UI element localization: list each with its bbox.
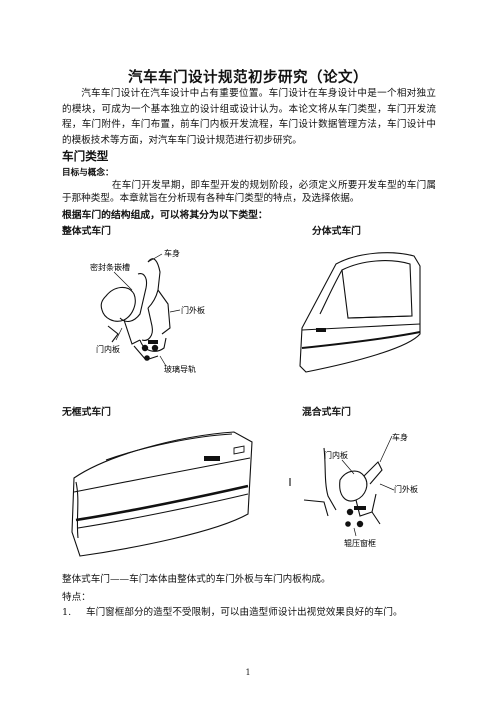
page-number: 1 — [245, 668, 251, 677]
figure-label-integral: 整体式车门 — [62, 226, 111, 237]
integral-door-section-figure: 车身 密封条嵌槽 门外板 门内板 玻璃导轨 — [90, 248, 205, 374]
callout-inner-panel: 门内板 — [96, 344, 120, 354]
structure-line: 根据车门的结构组成，可以将其分为以下类型： — [62, 210, 268, 221]
section-heading: 车门类型 — [62, 149, 109, 163]
split-door-figure — [299, 252, 421, 373]
hybrid-door-section-figure: 车身 门内板 门外板 辊压窗框 — [289, 432, 418, 548]
intro-paragraph: 汽车车门设计在汽车设计中占有重要位置。车门设计在车身设计中是一个相对独立的模块，… — [62, 88, 436, 146]
list-item: 1. 车门窗框部分的造型不受限制，可以由造型师设计出视觉效果良好的车门。 — [62, 604, 403, 618]
list-item-number: 1. — [62, 607, 72, 618]
figure-label-frameless: 无框式车门 — [62, 407, 111, 418]
callout-car-body: 车身 — [392, 432, 408, 442]
callout-roll-formed-frame: 辊压窗框 — [344, 538, 376, 548]
callout-seal-groove: 密封条嵌槽 — [90, 262, 130, 272]
subsection-heading: 目标与概念： — [62, 168, 114, 178]
callout-outer-panel: 门外板 — [394, 484, 418, 494]
list-item-text: 车门窗框部分的造型不受限制，可以由造型师设计出视觉效果良好的车门。 — [86, 607, 403, 618]
figure-label-hybrid: 混合式车门 — [302, 407, 351, 418]
integral-door-description: 整体式车门——车门本体由整体式的车门外板与车门内板构成。 — [62, 574, 331, 585]
callout-glass-guide: 玻璃导轨 — [164, 364, 196, 374]
callout-outer-panel: 门外板 — [181, 305, 205, 315]
callout-inner-panel: 门内板 — [324, 450, 348, 460]
body-paragraph: 在车门开发早期，即车型开发的规划阶段，必须定义所要开发车型的车门属于那种类型。本… — [62, 180, 436, 205]
frameless-door-figure — [71, 431, 253, 557]
figure-label-split: 分体式车门 — [312, 226, 361, 237]
features-label: 特点： — [62, 592, 91, 603]
page-title: 汽车车门设计规范初步研究（论文） — [128, 69, 368, 86]
callout-car-body: 车身 — [164, 248, 180, 258]
